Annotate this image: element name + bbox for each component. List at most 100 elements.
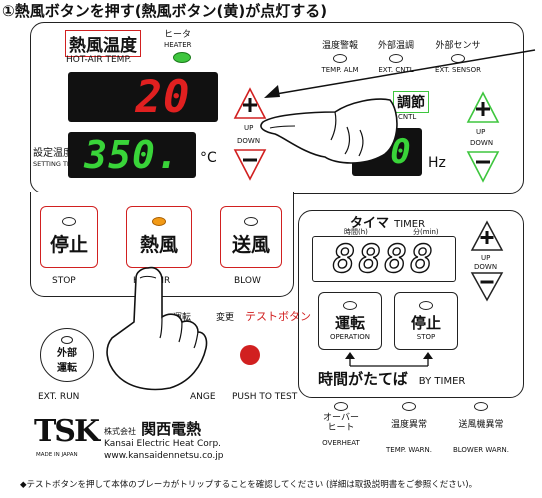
company-name: 株式会社 関西電熱	[104, 418, 201, 439]
stop-button-label: 停止	[49, 234, 88, 256]
ext-run-button[interactable]: 外部 運転	[40, 328, 94, 382]
indicator-blower-warn: 送風機異常 BLOWER WARN.	[445, 402, 517, 454]
timer-minutes-label: 分(min)	[413, 228, 439, 236]
timer-operation-label: 運転	[334, 314, 365, 332]
setting-temp-label-en: SETTING TEMP.	[33, 160, 82, 168]
temp-up-button[interactable]	[232, 86, 268, 122]
indicator-ext-sensor-jp: 外部センサ	[435, 41, 481, 51]
timer-up-label: UP	[481, 254, 491, 262]
timer-title-jp: タイマ	[350, 216, 390, 231]
stop-led	[62, 217, 76, 226]
air-cntl-title: 調節	[393, 91, 429, 113]
timer-title: タイマ TIMER	[350, 212, 425, 231]
indicator-temp-alarm: 温度警報 TEMP. ALM	[315, 38, 365, 74]
ext-run-en: EXT. RUN	[38, 392, 80, 402]
indicator-ext-cntl-jp: 外部温調	[377, 41, 414, 51]
blow-led	[244, 217, 258, 226]
heater-label-en: HEATER	[164, 41, 192, 49]
hot-air-temp-title-en: HOT-AIR TEMP.	[66, 55, 132, 65]
blow-button-en: BLOW	[234, 276, 261, 286]
indicator-temp-warn-led	[402, 402, 416, 411]
stop-button-en: STOP	[52, 276, 76, 286]
push-to-test-label: PUSH TO TEST	[232, 392, 298, 402]
made-in-japan: MADE IN JAPAN	[36, 452, 78, 458]
timer-stop-led	[419, 301, 433, 310]
hot-air-led	[152, 217, 166, 226]
indicator-overheat-led	[334, 402, 348, 411]
hand-pointer-icon	[260, 98, 398, 164]
heater-led	[173, 52, 191, 63]
stop-button[interactable]: 停止	[40, 206, 98, 268]
indicator-ext-sensor-en: EXT. SENSOR	[435, 66, 481, 74]
timer-operation-button[interactable]: 運転 OPERATION	[318, 292, 382, 350]
timer-stop-button[interactable]: 停止 STOP	[394, 292, 458, 350]
temp-down-label: DOWN	[237, 137, 261, 145]
ext-run-led	[61, 336, 73, 344]
tsk-logo: TSK	[34, 413, 100, 449]
air-cntl-title-en: CNTL	[398, 113, 417, 121]
hot-air-button-label: 熱風	[139, 234, 178, 256]
indicator-blower-warn-jp: 送風機異常	[458, 420, 504, 430]
setting-temp-label: 設定温度 SETTING TEMP.	[33, 148, 82, 170]
indicator-blower-warn-led	[474, 402, 488, 411]
timer-operation-label-en: OPERATION	[329, 333, 371, 341]
heater-label-jp: ヒータ	[164, 30, 192, 40]
pointer-arrow	[264, 49, 536, 98]
change-label: 変更	[216, 313, 235, 323]
timer-bracket	[345, 352, 433, 367]
timer-display: 8888	[312, 236, 456, 282]
blow-button-label: 送風	[231, 234, 270, 256]
temp-down-button[interactable]	[232, 146, 268, 182]
company-url: www.kansaidennetsu.co.jp	[104, 451, 224, 461]
air-volume-value: 0	[390, 132, 412, 172]
instruction-heading: ①熱風ボタンを押す(熱風ボタン(黄)が点灯する)	[2, 2, 328, 20]
company-kabushiki: 株式会社	[104, 427, 136, 436]
current-temp-value: 20	[135, 72, 191, 122]
timer-down-label: DOWN	[474, 263, 498, 271]
timer-operation-led	[343, 301, 357, 310]
indicator-blower-warn-en: BLOWER WARN.	[452, 446, 510, 454]
indicator-temp-warn-en: TEMP. WARN.	[386, 446, 432, 454]
indicator-overheat-en: OVERHEAT	[322, 439, 360, 447]
hot-air-button[interactable]: 熱風	[126, 206, 192, 268]
timer-down-button[interactable]	[470, 270, 504, 302]
indicator-ext-cntl-en: EXT. CNTL	[378, 66, 414, 74]
heater-label: ヒータ HEATER	[164, 30, 192, 50]
by-timer-jp: 時間がたてば	[318, 370, 408, 388]
footer-note: ◆テストボタンを押して本体のブレーカがトリップすることを確認してください (詳細…	[20, 480, 478, 490]
air-down-button[interactable]	[465, 148, 501, 184]
indicator-temp-alarm-jp: 温度警報	[321, 41, 358, 51]
timer-up-button[interactable]	[470, 220, 504, 252]
company-name-jp: 関西電熱	[141, 420, 202, 438]
temp-up-label: UP	[244, 124, 254, 132]
test-button[interactable]	[240, 345, 260, 365]
ext-run-label-line1: 外部	[57, 348, 77, 359]
setting-temp-value: 350.	[84, 133, 180, 177]
setting-temp-label-jp: 設定温度	[33, 148, 73, 159]
tsk-logo-text: TSK	[33, 413, 100, 449]
company-name-en: Kansai Electric Heat Corp.	[104, 439, 222, 449]
indicator-ext-cntl-led	[389, 54, 403, 63]
timer-stop-label: 停止	[410, 314, 441, 332]
indicator-ext-cntl: 外部温調 EXT. CNTL	[371, 38, 421, 74]
indicator-temp-warn: 温度異常 TEMP. WARN.	[381, 402, 437, 454]
by-timer-label: 時間がたてば BY TIMER	[318, 368, 465, 389]
current-temp-display: 20	[68, 72, 218, 122]
indicator-temp-alarm-en: TEMP. ALM	[321, 66, 359, 74]
celsius-unit: °C	[200, 150, 217, 166]
blow-button[interactable]: 送風	[220, 206, 282, 268]
test-button-label: テストボタン	[245, 310, 311, 323]
hot-air-temp-title: 熱風温度	[65, 30, 141, 57]
air-down-label: DOWN	[470, 139, 494, 147]
timer-hours-label: 時間(h)	[344, 228, 368, 236]
timer-title-en: TIMER	[394, 219, 426, 230]
timer-value: 8888	[332, 237, 436, 281]
air-up-button[interactable]	[465, 90, 501, 126]
timer-stop-label-en: STOP	[416, 333, 436, 341]
air-up-label: UP	[476, 128, 486, 136]
setting-temp-display: 350.	[68, 132, 196, 178]
by-timer-en: BY TIMER	[418, 376, 466, 387]
indicator-temp-alarm-led	[333, 54, 347, 63]
hz-unit: Hz	[428, 155, 446, 171]
ext-run-label-line2: 運転	[57, 363, 77, 374]
